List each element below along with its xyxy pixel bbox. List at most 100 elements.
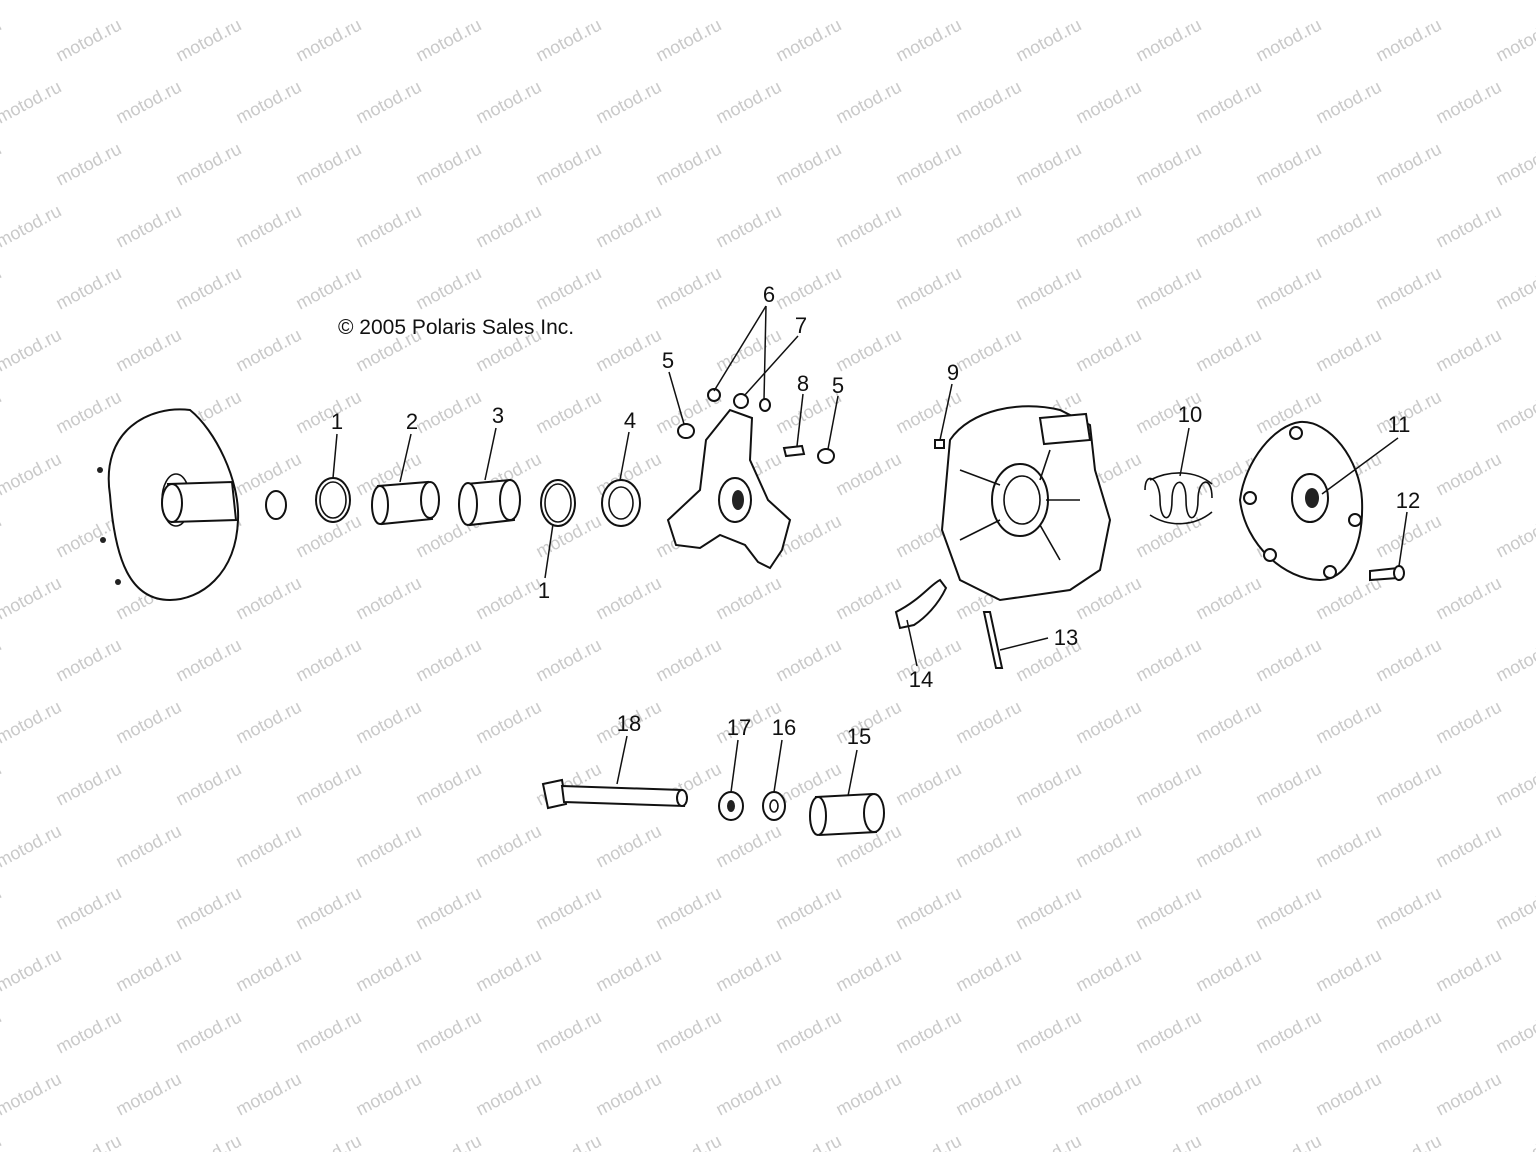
watermark-text: motod.ru	[1492, 635, 1536, 686]
watermark-text: motod.ru	[0, 1069, 65, 1120]
watermark-text: motod.ru	[1492, 511, 1536, 562]
pin-part-13	[982, 611, 1004, 669]
watermark-text: motod.ru	[52, 139, 124, 190]
watermark-text: motod.ru	[352, 821, 424, 872]
washer-part-6a	[707, 388, 721, 402]
watermark-text: motod.ru	[1432, 821, 1504, 872]
watermark-text: motod.ru	[532, 139, 604, 190]
washer-part-6b	[759, 398, 771, 412]
watermark-text: motod.ru	[112, 945, 184, 996]
watermark-text: motod.ru	[772, 139, 844, 190]
watermark-text: motod.ru	[1492, 759, 1536, 810]
watermark-text: motod.ru	[1252, 139, 1324, 190]
watermark-text: motod.ru	[1372, 759, 1444, 810]
watermark-text: motod.ru	[232, 573, 304, 624]
watermark-text: motod.ru	[1132, 511, 1204, 562]
copyright-notice: © 2005 Polaris Sales Inc.	[338, 316, 574, 339]
watermark-text: motod.ru	[1192, 201, 1264, 252]
callout-15: 15	[847, 724, 871, 749]
watermark-text: motod.ru	[1072, 77, 1144, 128]
callout-5b: 5	[832, 373, 844, 398]
watermark-text: motod.ru	[652, 635, 724, 686]
watermark-text: motod.ru	[952, 1069, 1024, 1120]
watermark-text: motod.ru	[232, 1069, 304, 1120]
watermark-text: motod.ru	[232, 697, 304, 748]
watermark-text: motod.ru	[1492, 263, 1536, 314]
watermark-text: motod.ru	[292, 1131, 364, 1152]
watermark-text: motod.ru	[412, 759, 484, 810]
watermark-text: motod.ru	[772, 1131, 844, 1152]
watermark-text: motod.ru	[472, 945, 544, 996]
watermark-text: motod.ru	[232, 77, 304, 128]
watermark-text: motod.ru	[532, 635, 604, 686]
watermark-text: motod.ru	[1192, 325, 1264, 376]
watermark-text: motod.ru	[1192, 77, 1264, 128]
seal-part-4	[601, 479, 641, 527]
watermark-text: motod.ru	[772, 635, 844, 686]
callout-9: 9	[947, 360, 959, 385]
callout-3: 3	[492, 403, 504, 428]
watermark-text: motod.ru	[352, 77, 424, 128]
watermark-text: motod.ru	[1432, 0, 1504, 4]
callout-10: 10	[1178, 402, 1202, 427]
watermark-text: motod.ru	[0, 697, 65, 748]
callout-16: 16	[772, 715, 796, 740]
watermark-text: motod.ru	[0, 325, 65, 376]
watermark-text: motod.ru	[1012, 759, 1084, 810]
watermark-text: motod.ru	[772, 263, 844, 314]
watermark-text: motod.ru	[472, 201, 544, 252]
watermark-text: motod.ru	[592, 77, 664, 128]
watermark-text: motod.ru	[1192, 945, 1264, 996]
watermark-text: motod.ru	[652, 1007, 724, 1058]
roller-part-7	[733, 393, 749, 409]
watermark-text: motod.ru	[952, 325, 1024, 376]
watermark-text: motod.ru	[112, 697, 184, 748]
watermark-text: motod.ru	[1372, 1131, 1444, 1152]
watermark-text: motod.ru	[532, 15, 604, 66]
button-part-5a	[677, 423, 695, 439]
callout-13: 13	[1054, 625, 1078, 650]
watermark-text: motod.ru	[1072, 821, 1144, 872]
watermark-text: motod.ru	[0, 635, 5, 686]
watermark-text: motod.ru	[1132, 1007, 1204, 1058]
watermark-text: motod.ru	[1012, 1007, 1084, 1058]
callout-labels: 1 2 3 4 1 5 6 7 8 5 9 10 11 12 13 14 18 …	[331, 282, 1420, 749]
watermark-text: motod.ru	[52, 1007, 124, 1058]
watermark-text: motod.ru	[412, 263, 484, 314]
watermark-text: motod.ru	[712, 325, 784, 376]
watermark-text: motod.ru	[532, 263, 604, 314]
watermark-text: motod.ru	[892, 1007, 964, 1058]
watermark-text: motod.ru	[1192, 573, 1264, 624]
watermark-text: motod.ru	[292, 387, 364, 438]
leader-lines	[332, 305, 1408, 797]
callout-18: 18	[617, 711, 641, 736]
watermark-text: motod.ru	[1492, 883, 1536, 934]
ring-part-1b	[540, 479, 576, 527]
watermark-text: motod.ru	[0, 0, 65, 4]
watermark-text: motod.ru	[0, 77, 65, 128]
watermark-text: motod.ru	[832, 325, 904, 376]
watermark-text: motod.ru	[832, 201, 904, 252]
callout-14: 14	[909, 667, 933, 692]
weight-part-14	[894, 578, 948, 630]
watermark-text: motod.ru	[832, 945, 904, 996]
watermark-text: motod.ru	[232, 0, 304, 4]
callout-1: 1	[331, 409, 343, 434]
bushing-part-15	[809, 792, 885, 837]
watermark-text: motod.ru	[1192, 0, 1264, 4]
watermark-text: motod.ru	[1252, 1007, 1324, 1058]
watermark-text: motod.ru	[0, 945, 65, 996]
watermark-text: motod.ru	[1132, 759, 1204, 810]
spring-part-10	[1144, 472, 1213, 525]
watermark-text: motod.ru	[652, 1131, 724, 1152]
watermark-text: motod.ru	[112, 1069, 184, 1120]
watermark-text: motod.ru	[1432, 325, 1504, 376]
watermark-text: motod.ru	[1372, 635, 1444, 686]
bushing-part-2	[371, 480, 440, 526]
watermark-text: motod.ru	[1252, 15, 1324, 66]
watermark-text: motod.ru	[412, 387, 484, 438]
watermark-text: motod.ru	[1372, 883, 1444, 934]
watermark-text: motod.ru	[592, 821, 664, 872]
callout-11: 11	[1388, 412, 1411, 437]
